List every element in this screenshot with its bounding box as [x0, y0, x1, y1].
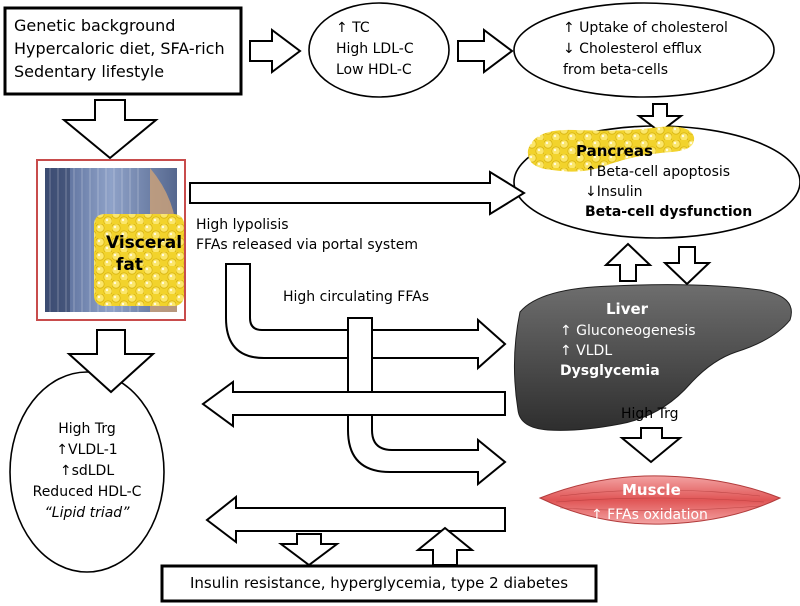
liver-line-3: Dysglycemia [560, 363, 660, 379]
arrow-pancreas-to-liver [662, 246, 712, 286]
causes-text: Genetic background Hypercaloric diet, SF… [14, 14, 225, 83]
portal-line-1: High lypolisis [196, 217, 289, 233]
portal-text: High lypolisis FFAs released via portal … [196, 215, 418, 255]
visceral-label-line-1: Visceral [106, 233, 183, 253]
visceral-fat-image [36, 159, 186, 321]
lipids-line-2: High LDL-C [336, 41, 414, 57]
cholesterol-line-2: ↓ Cholesterol efflux [563, 41, 702, 57]
outcome-box [160, 564, 598, 603]
arrow-lipids-to-cholesterol [457, 28, 514, 74]
arrow-circulating-to-muscle [347, 317, 507, 487]
triad-text: High Trg ↑VLDL-1 ↑sdLDL Reduced HDL-C “L… [12, 419, 162, 524]
pancreas-icon [527, 126, 695, 172]
liver-text: ↑ Gluconeogenesis ↑ VLDL Dysglycemia [560, 321, 696, 381]
arrow-visceral-to-pancreas [189, 170, 526, 216]
causes-box [3, 6, 243, 96]
pancreas-title: Pancreas [576, 142, 653, 160]
arrow-liver-to-pancreas [603, 242, 653, 282]
triad-line-4: Reduced HDL-C [32, 484, 142, 500]
lipids-text: ↑ TC High LDL-C Low HDL-C [336, 18, 414, 81]
causes-line-3: Sedentary lifestyle [14, 62, 165, 81]
cholesterol-line-3: from beta-cells [563, 62, 669, 78]
arrow-cholesterol-to-pancreas [636, 103, 684, 134]
triad-line-1: High Trg [58, 421, 116, 437]
pancreas-text: ↑Beta-cell apoptosis ↓Insulin Beta-cell … [585, 162, 752, 222]
arrow-causes-to-visceral [61, 99, 159, 160]
arrow-up-from-outcome [415, 526, 475, 566]
triad-ellipse [9, 371, 165, 573]
arrow-liver-to-muscle [619, 427, 683, 464]
liver-icon [513, 284, 792, 431]
outcome-text: Insulin resistance, hyperglycemia, type … [189, 574, 569, 592]
portal-line-2: FFAs released via portal system [196, 237, 418, 253]
lipids-line-1: ↑ TC [336, 20, 370, 36]
muscle-icon [538, 475, 782, 525]
visceral-label-line-2: fat [116, 255, 143, 275]
liver-title: Liver [606, 300, 649, 318]
circulating-label: High circulating FFAs [283, 289, 429, 305]
pancreas-line-2: ↓Insulin [585, 184, 643, 200]
arrow-portal-to-liver [225, 263, 507, 371]
triad-line-3: ↑sdLDL [59, 463, 115, 479]
lipids-ellipse [308, 2, 450, 98]
arrow-visceral-to-triad [66, 329, 156, 394]
cholesterol-ellipse [513, 2, 775, 98]
cholesterol-text: ↑ Uptake of cholesterol ↓ Cholesterol ef… [563, 18, 728, 81]
liver-line-1: ↑ Gluconeogenesis [560, 323, 696, 339]
visceral-label: Visceral fat [106, 232, 182, 276]
arrow-causes-to-lipids [249, 28, 302, 74]
high-trg-label: High Trg [621, 406, 679, 422]
arrow-down-to-outcome [278, 533, 340, 567]
lipids-line-3: Low HDL-C [336, 62, 412, 78]
muscle-title: Muscle [622, 481, 681, 499]
arrow-muscle-to-triad [205, 494, 506, 545]
pancreas-line-1: ↑Beta-cell apoptosis [585, 164, 731, 180]
arrow-liver-to-triad [201, 380, 506, 428]
causes-line-1: Genetic background [14, 16, 176, 35]
triad-line-5: “Lipid triad” [44, 505, 130, 521]
pancreas-line-3: Beta-cell dysfunction [585, 204, 753, 220]
cholesterol-line-1: ↑ Uptake of cholesterol [563, 20, 728, 36]
causes-line-2: Hypercaloric diet, SFA-rich [14, 39, 225, 58]
triad-line-2: ↑VLDL-1 [56, 442, 118, 458]
liver-line-2: ↑ VLDL [560, 343, 613, 359]
muscle-line-1: ↑ FFAs oxidation [591, 507, 708, 523]
